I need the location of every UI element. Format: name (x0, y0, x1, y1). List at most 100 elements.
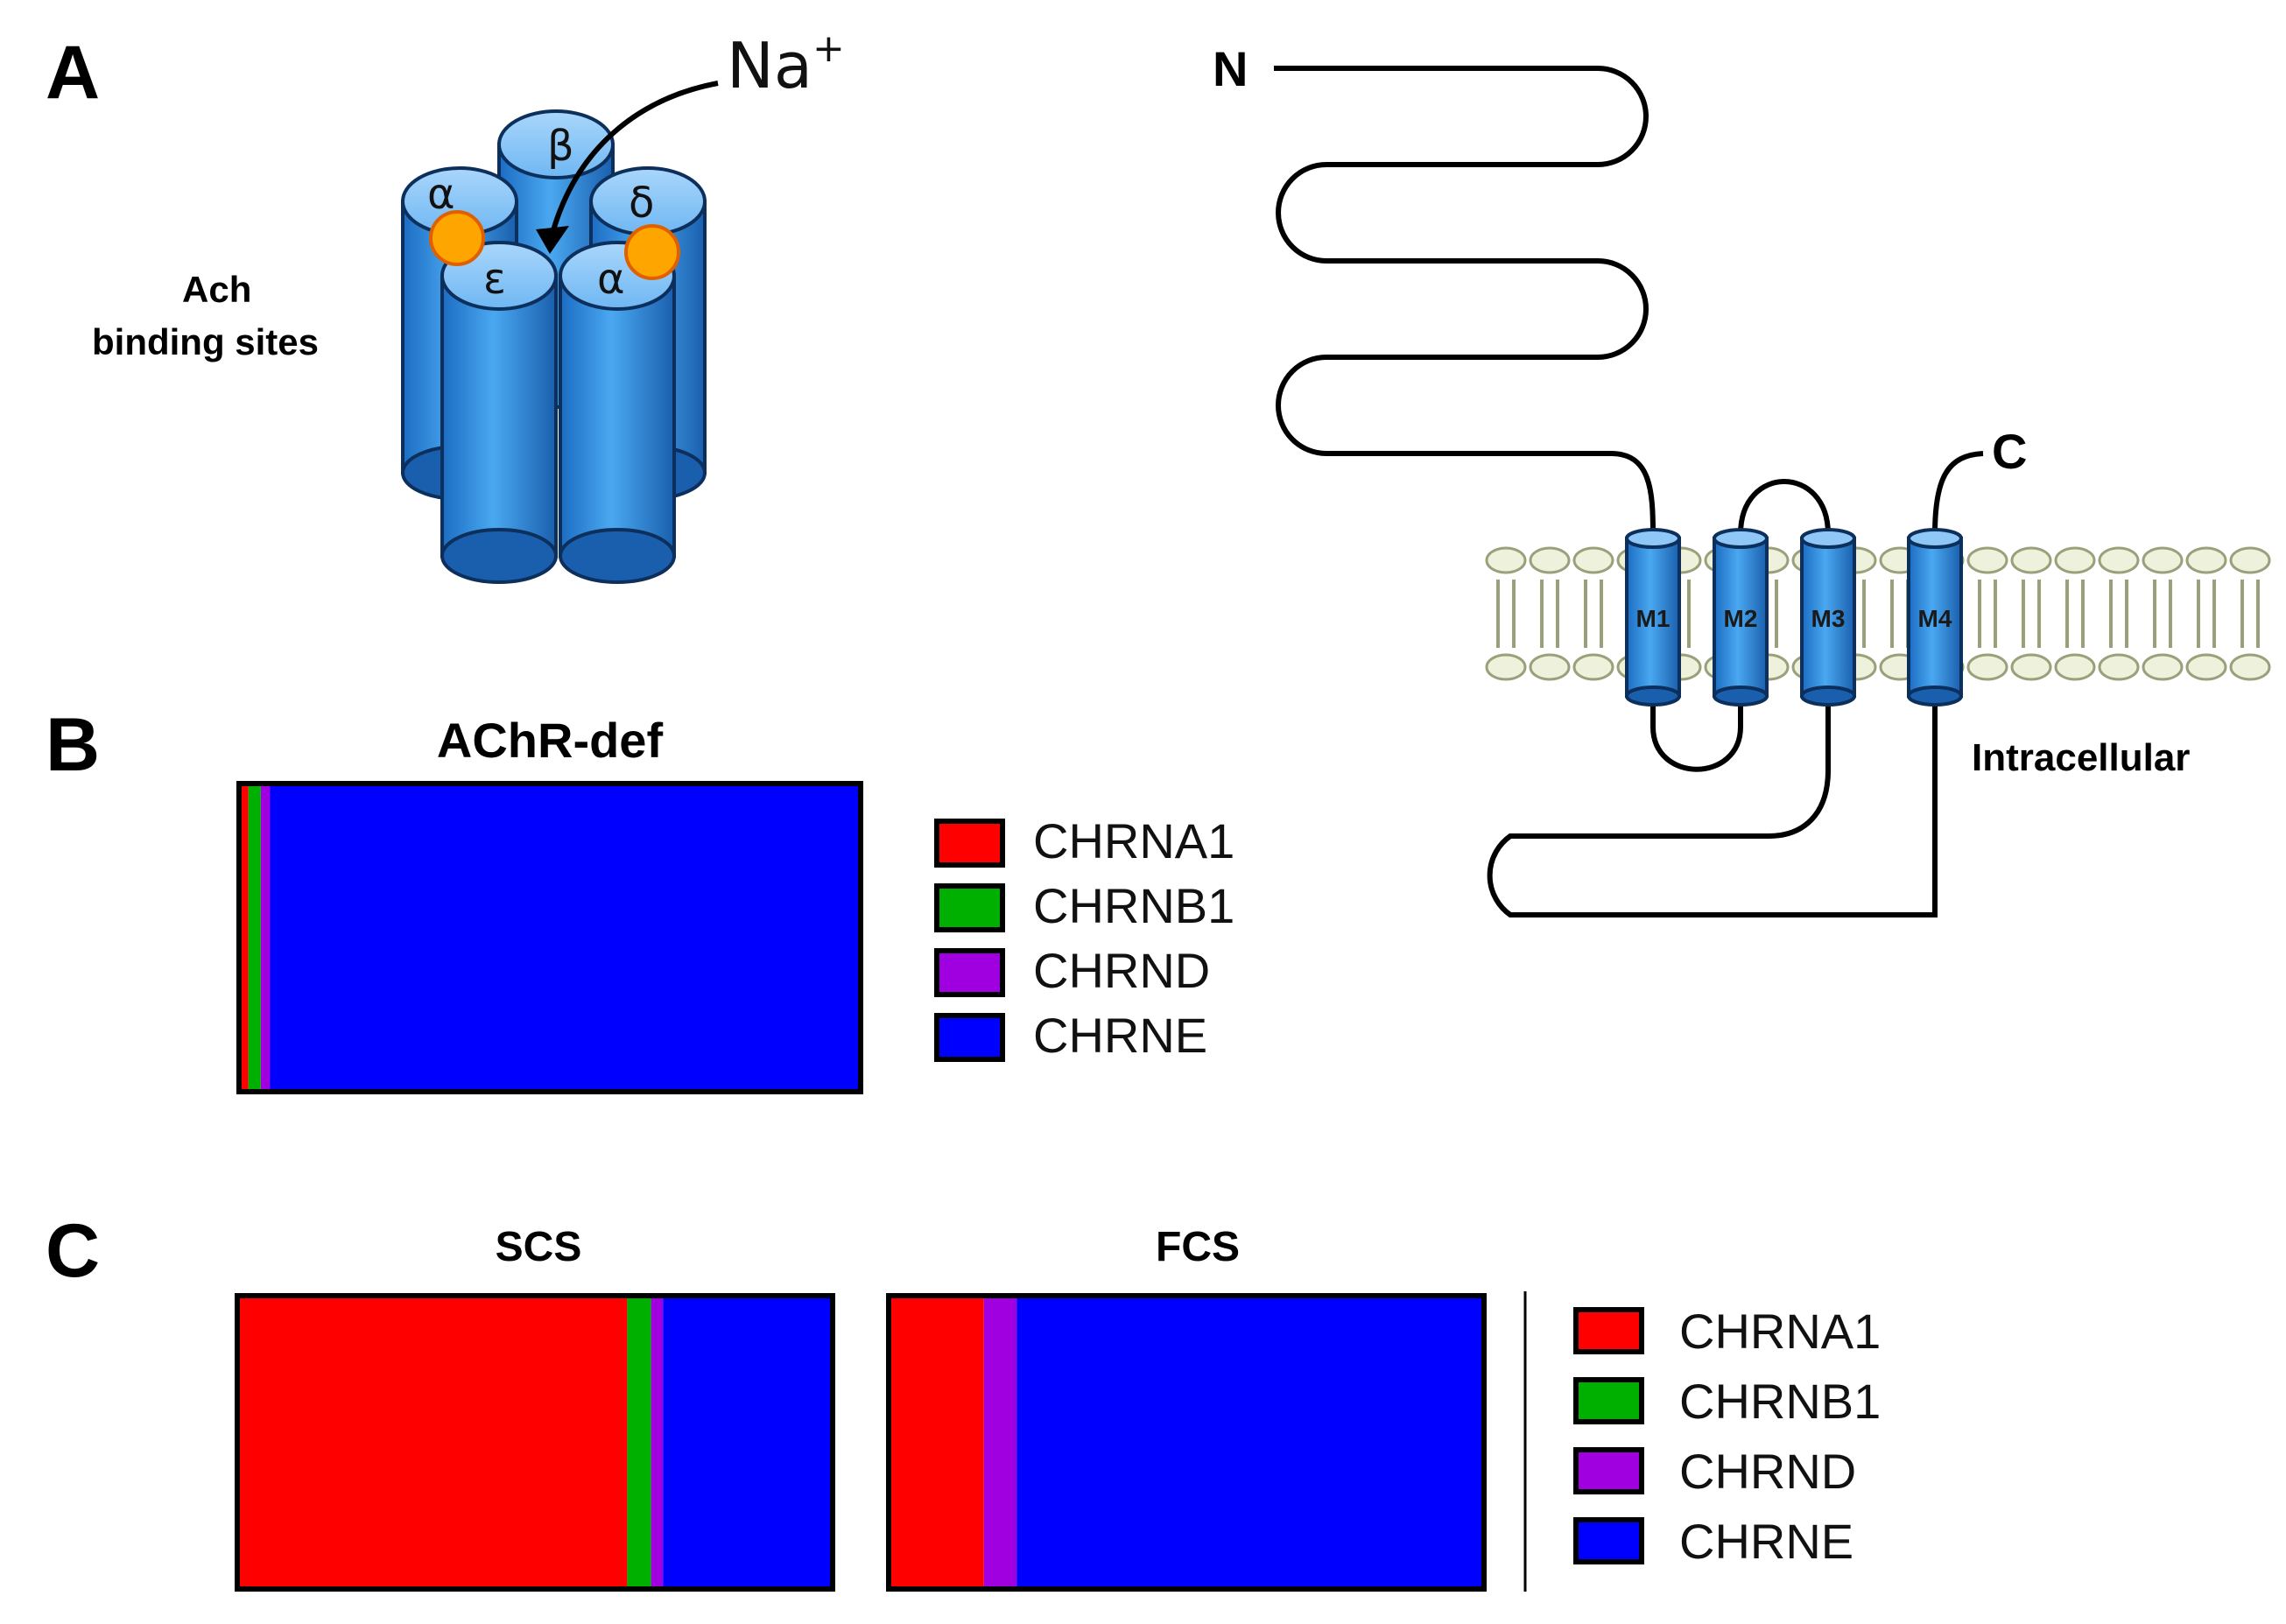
m3-m4-intracellular-loop (1487, 700, 1938, 917)
helix-m1: M1 (1625, 528, 1681, 707)
lipid-head (2010, 546, 2052, 574)
fcs-stacked-bar (886, 1293, 1487, 1592)
transmembrane-helices: M1 M2 M3 M4 (1625, 528, 1963, 707)
lipid-tail (1540, 613, 1559, 648)
ach-binding-site-left (429, 210, 485, 266)
lipid-head (2185, 546, 2227, 574)
beta-subunit-label: β (547, 122, 574, 171)
lipid-head (1485, 653, 1527, 681)
panel-a-label: A (46, 31, 100, 115)
legend-c-swatch-chrnb1 (1573, 1377, 1644, 1424)
legend-c: CHRNA1 CHRNB1 CHRND CHRNE (1573, 1304, 1881, 1569)
helix-bottom (1907, 685, 1963, 707)
legend-c-label-chrne: CHRNE (1679, 1514, 1853, 1569)
scs-bar-segment-chrnd (651, 1296, 664, 1589)
fcs-bar-segment-chrnd (983, 1296, 1017, 1589)
n-terminus-label: N (1213, 41, 1248, 96)
fcs-bar-segment-chrna1 (889, 1296, 984, 1589)
ion-flow-arrow (549, 81, 719, 237)
lipid-tail (2153, 580, 2172, 615)
achr-def-bar-segment-chrna1 (239, 784, 249, 1092)
achr-def-bar-segment-chrnd (260, 784, 271, 1092)
ach-binding-site-right (624, 224, 680, 280)
helix-bottom (1625, 685, 1681, 707)
lipid-head (2098, 546, 2140, 574)
achr-def-bar-segment-chrnb1 (248, 784, 261, 1092)
achr-def-bar-frame (236, 781, 863, 1094)
helix-top (1800, 528, 1856, 549)
legend-b-label-chrne: CHRNE (1033, 1008, 1207, 1063)
lipid-tail (2109, 613, 2128, 648)
subunit-topology: N C M1 M2 M3 M4 Intracellular (1213, 41, 2271, 917)
scs-bar-segment-chrna1 (237, 1296, 628, 1589)
helix-bottom (1713, 685, 1769, 707)
panel-a: A β α δ (46, 26, 845, 584)
lipid-head (1572, 546, 1614, 574)
lipid-tail (1584, 580, 1603, 615)
extracellular-domain-chain (1274, 66, 1656, 535)
legend-c-swatch-chrnd (1573, 1447, 1644, 1494)
scs-bar-segment-chrne (663, 1296, 833, 1589)
achr-def-title: AChR-def (437, 713, 664, 768)
receptor-pentamer: β α δ ε (401, 109, 707, 584)
lipid-head (1966, 546, 2008, 574)
scs-stacked-bar (235, 1293, 835, 1592)
intracellular-label: Intracellular (1972, 736, 2190, 779)
lipid-tail (2109, 580, 2128, 615)
lipid-head (2142, 546, 2184, 574)
lipid-head (1529, 653, 1571, 681)
panel-c: C SCS FCS CHRNA1 CHRNB1 CHRND CHRNE (46, 1209, 1881, 1592)
helix-label-m2: M2 (1724, 605, 1758, 632)
lipid-tail (1978, 613, 1997, 648)
c-terminus-label: C (1992, 424, 2027, 479)
lipid-tail (2197, 613, 2216, 648)
lipid-tail (1496, 613, 1516, 648)
fcs-bar-segment-chrne (1016, 1296, 1484, 1589)
helix-label-m3: M3 (1811, 605, 1846, 632)
legend-b-label-chrnd: CHRND (1033, 943, 1210, 998)
lipid-tail (2240, 613, 2260, 648)
lipid-head (2054, 546, 2096, 574)
legend-b: CHRNA1 CHRNB1 CHRND CHRNE (934, 813, 1234, 1063)
lipid-tail (1978, 580, 1997, 615)
achr-def-stacked-bar (236, 781, 863, 1094)
legend-c-label-chrna1: CHRNA1 (1679, 1304, 1881, 1359)
lipid-bilayer (1485, 546, 2271, 681)
lipid-tail (2065, 613, 2085, 648)
helix-label-m1: M1 (1636, 605, 1671, 632)
panel-b: B AChR-def CHRNA1 CHRNB1 CHRND CHRNE (46, 703, 1234, 1094)
lipid-head (1529, 546, 1571, 574)
legend-c-label-chrnb1: CHRNB1 (1679, 1374, 1881, 1429)
alpha-right-subunit-cylinder: α (559, 241, 676, 584)
helix-top (1713, 528, 1769, 549)
helix-top (1907, 528, 1963, 549)
legend-b-swatch-chrnd (934, 948, 1005, 997)
scs-bar-frame (235, 1293, 835, 1592)
lipid-tail (1890, 580, 1910, 615)
lipid-head (2185, 653, 2227, 681)
lipid-tail (2022, 580, 2041, 615)
panel-c-label: C (46, 1209, 100, 1293)
helix-m3: M3 (1800, 528, 1856, 707)
lipid-head (1485, 546, 1527, 574)
legend-c-label-chrnd: CHRND (1679, 1444, 1856, 1499)
panel-b-label: B (46, 703, 100, 787)
c-terminal-tail (1932, 451, 1984, 535)
legend-c-swatch-chrna1 (1573, 1307, 1644, 1354)
sodium-ion-label: Na+ (727, 26, 845, 102)
lipid-head (2054, 653, 2096, 681)
lipid-head (2229, 653, 2271, 681)
lipid-tail (1584, 613, 1603, 648)
lipid-head (2229, 546, 2271, 574)
lipid-head (1966, 653, 2008, 681)
helix-m4: M4 (1907, 528, 1963, 707)
legend-b-label-chrnb1: CHRNB1 (1033, 878, 1234, 933)
helix-top (1625, 528, 1681, 549)
binding-sites-label-line1: Ach (182, 269, 251, 310)
m2-m3-extracellular-loop (1738, 479, 1831, 535)
delta-subunit-label: δ (629, 179, 654, 228)
achr-def-bar-segment-chrne (270, 784, 861, 1092)
lipid-tail (2022, 613, 2041, 648)
lipid-head (2098, 653, 2140, 681)
